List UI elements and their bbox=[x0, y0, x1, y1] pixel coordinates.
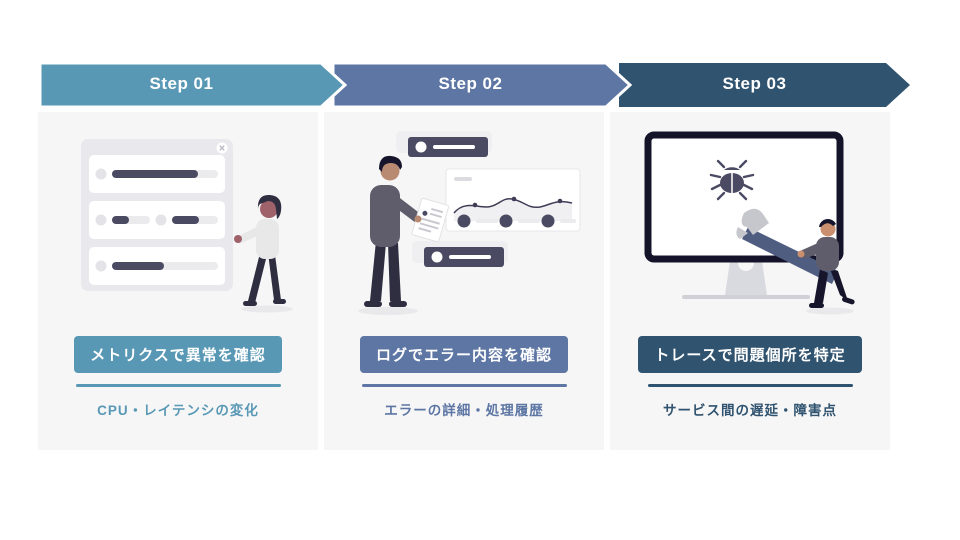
step3-divider bbox=[647, 384, 853, 387]
step3-illustration bbox=[610, 112, 890, 334]
step3-badge: トレースで問題個所を特定 bbox=[638, 336, 862, 373]
metric-card bbox=[89, 155, 225, 193]
step2-illustration bbox=[324, 112, 604, 334]
step2-divider bbox=[361, 384, 567, 387]
man-reading-figure bbox=[358, 155, 449, 315]
step1-divider bbox=[75, 384, 281, 387]
bug-fixing-illustration bbox=[644, 131, 855, 315]
log-document bbox=[411, 197, 449, 243]
close-icon bbox=[216, 142, 228, 154]
log-review-illustration bbox=[358, 131, 581, 315]
step2-column: ログでエラー内容を確認 エラーの詳細・処理履歴 bbox=[324, 112, 604, 450]
person-with-hammer-figure bbox=[797, 219, 855, 315]
bug-icon bbox=[709, 159, 755, 201]
step2-arrow-band bbox=[331, 62, 633, 108]
step2-subtitle: エラーの詳細・処理履歴 bbox=[384, 403, 544, 418]
step3-column: トレースで問題個所を特定 サービス間の遅延・障害点 bbox=[610, 112, 890, 450]
log-bar-widget bbox=[412, 241, 508, 267]
log-bar-widget bbox=[396, 131, 492, 157]
step3-arrow-band bbox=[619, 63, 910, 107]
step3-label: Step 03 bbox=[722, 74, 787, 93]
walking-woman-figure bbox=[234, 194, 293, 313]
step1-subtitle: CPU・レイテンシの変化 bbox=[97, 403, 259, 418]
step-arrow-bands bbox=[38, 62, 910, 108]
step1-arrow-band bbox=[38, 62, 348, 108]
step3-subtitle: サービス間の遅延・障害点 bbox=[663, 403, 837, 418]
metrics-dashboard-illustration bbox=[81, 139, 293, 313]
step2-label: Step 02 bbox=[438, 74, 503, 93]
step2-badge: ログでエラー内容を確認 bbox=[359, 336, 568, 373]
metric-card bbox=[89, 247, 225, 285]
hammer bbox=[736, 208, 838, 284]
metric-card bbox=[89, 201, 225, 239]
step1-illustration bbox=[38, 112, 318, 334]
step1-label: Step 01 bbox=[149, 74, 214, 93]
step1-badge: メトリクスで異常を確認 bbox=[74, 336, 282, 373]
chart-card bbox=[445, 168, 581, 232]
step1-column: メトリクスで異常を確認 CPU・レイテンシの変化 bbox=[38, 112, 318, 450]
step-columns: メトリクスで異常を確認 CPU・レイテンシの変化 bbox=[38, 112, 890, 450]
